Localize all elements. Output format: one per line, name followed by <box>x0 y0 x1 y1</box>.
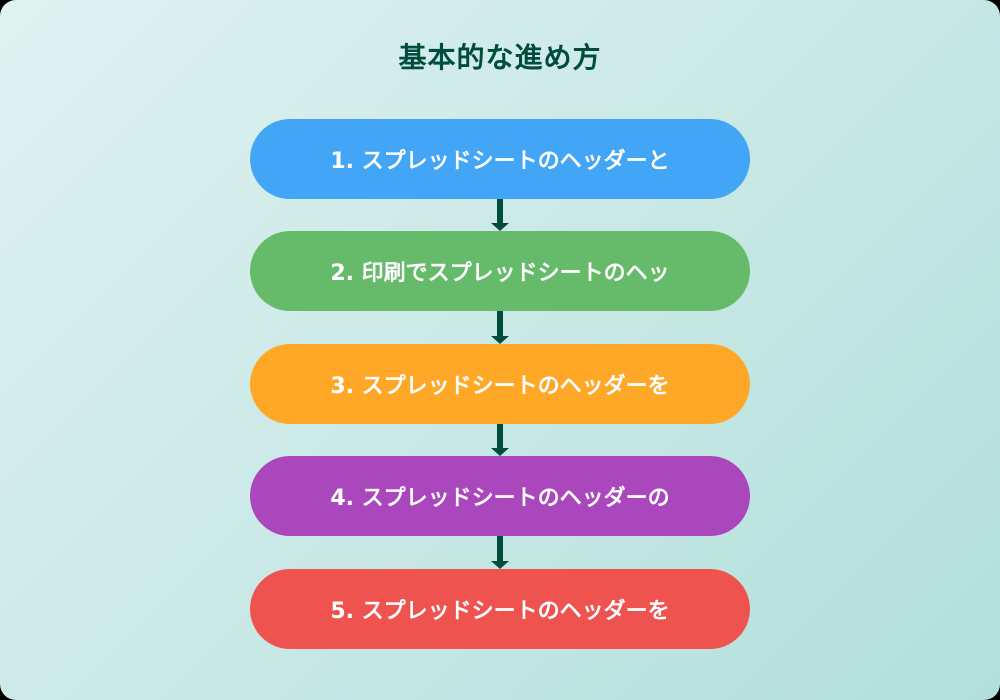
arrow-2-3 <box>497 311 503 336</box>
diagram-title: 基本的な進め方 <box>398 41 602 74</box>
step-1-label: 1. スプレッドシートのヘッダーと <box>330 149 670 174</box>
arrow-head-icon <box>491 223 509 231</box>
arrow-3-4 <box>497 424 503 448</box>
arrow-head-icon <box>491 561 509 569</box>
arrow-1-2 <box>497 199 503 223</box>
step-2: 2. 印刷でスプレッドシートのヘッ <box>250 231 750 311</box>
step-3-label: 3. スプレッドシートのヘッダーを <box>330 374 670 399</box>
step-5-label: 5. スプレッドシートのヘッダーを <box>330 599 670 624</box>
step-1: 1. スプレッドシートのヘッダーと <box>250 119 750 199</box>
step-5: 5. スプレッドシートのヘッダーを <box>250 569 750 649</box>
step-4: 4. スプレッドシートのヘッダーの <box>250 456 750 536</box>
arrow-head-icon <box>491 448 509 456</box>
step-2-label: 2. 印刷でスプレッドシートのヘッ <box>330 261 670 286</box>
arrow-head-icon <box>491 336 509 344</box>
arrow-4-5 <box>497 536 503 561</box>
step-3: 3. スプレッドシートのヘッダーを <box>250 344 750 424</box>
step-4-label: 4. スプレッドシートのヘッダーの <box>330 486 670 511</box>
